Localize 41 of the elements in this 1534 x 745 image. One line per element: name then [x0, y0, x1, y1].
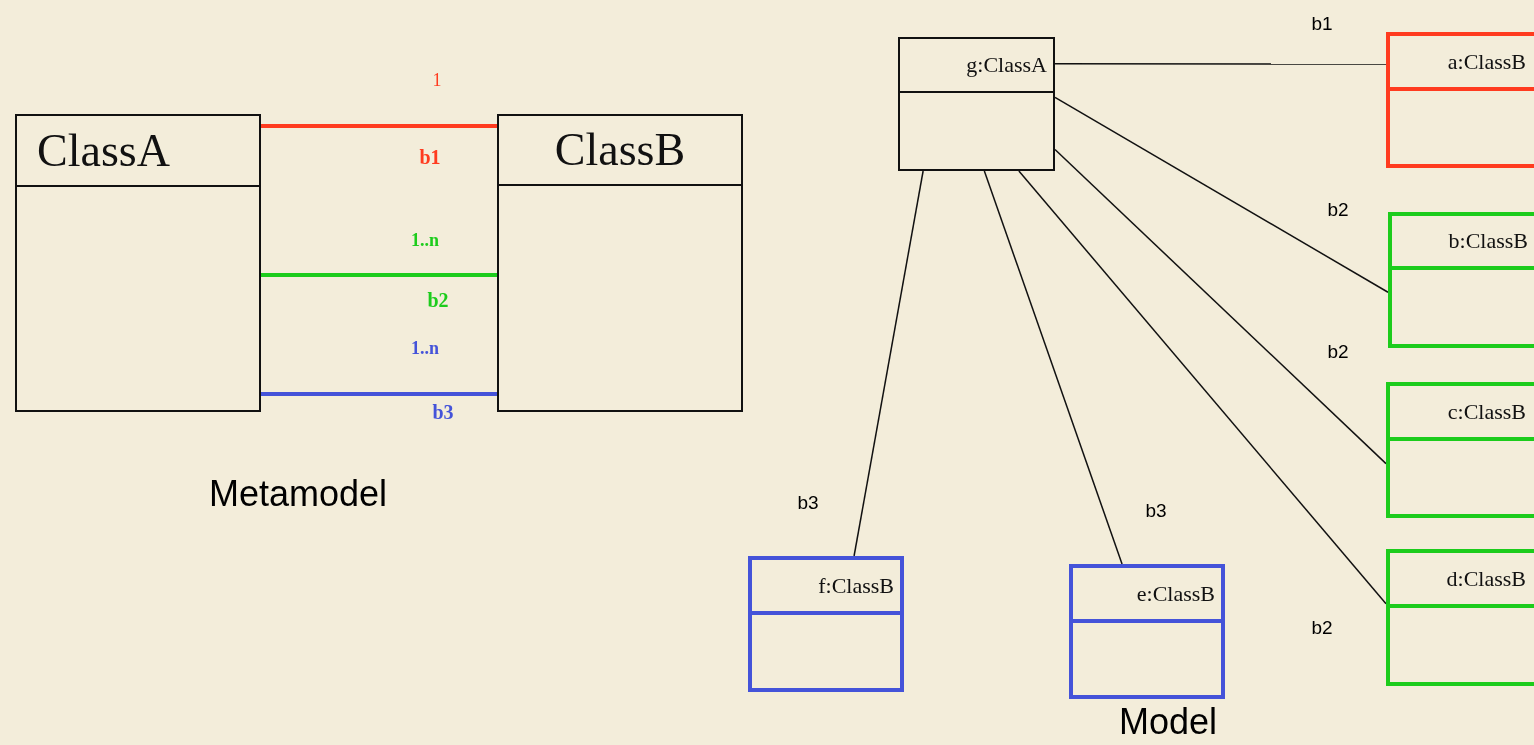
class-name: a:ClassB — [1447, 50, 1526, 73]
association-line — [983, 170, 1123, 565]
section-caption: Metamodel — [208, 476, 388, 512]
section-caption: Model — [1118, 704, 1218, 740]
class-name: ClassB — [554, 127, 686, 173]
class-box — [1069, 564, 1225, 699]
role-label: b2 — [1311, 615, 1333, 640]
class-name: ClassA — [37, 127, 170, 174]
class-name: f:ClassB — [818, 574, 894, 597]
association-line — [1054, 148, 1387, 465]
association-line — [261, 392, 497, 397]
role-label: b2 — [1327, 197, 1349, 222]
multiplicity-label: 1..n — [411, 339, 439, 357]
class-name: c:ClassB — [1447, 400, 1526, 423]
association-line — [1054, 96, 1389, 293]
class-box — [15, 114, 261, 412]
class-name: g:ClassA — [966, 54, 1047, 76]
class-name: b:ClassB — [1448, 230, 1528, 252]
class-name: d:ClassB — [1446, 567, 1526, 590]
association-line — [1054, 63, 1387, 65]
class-name: e:ClassB — [1136, 582, 1215, 605]
role-label: b1 — [419, 145, 441, 170]
association-line — [1018, 170, 1387, 605]
multiplicity-label: 1 — [432, 71, 442, 89]
role-label: b2 — [1327, 339, 1349, 364]
multiplicity-label: 1..n — [411, 231, 439, 249]
class-box — [1388, 212, 1534, 348]
role-label: b2 — [427, 288, 449, 313]
role-label: b3 — [797, 490, 819, 515]
association-line — [261, 123, 497, 128]
role-label: b1 — [1311, 11, 1333, 36]
class-box — [898, 37, 1055, 171]
association-line — [261, 272, 497, 277]
association-line — [853, 170, 924, 557]
role-label: b3 — [432, 400, 454, 425]
class-box — [748, 556, 904, 692]
class-box — [1386, 549, 1534, 686]
class-box — [497, 114, 743, 412]
class-box — [1386, 32, 1534, 168]
class-box — [1386, 382, 1534, 518]
role-label: b3 — [1145, 498, 1167, 523]
